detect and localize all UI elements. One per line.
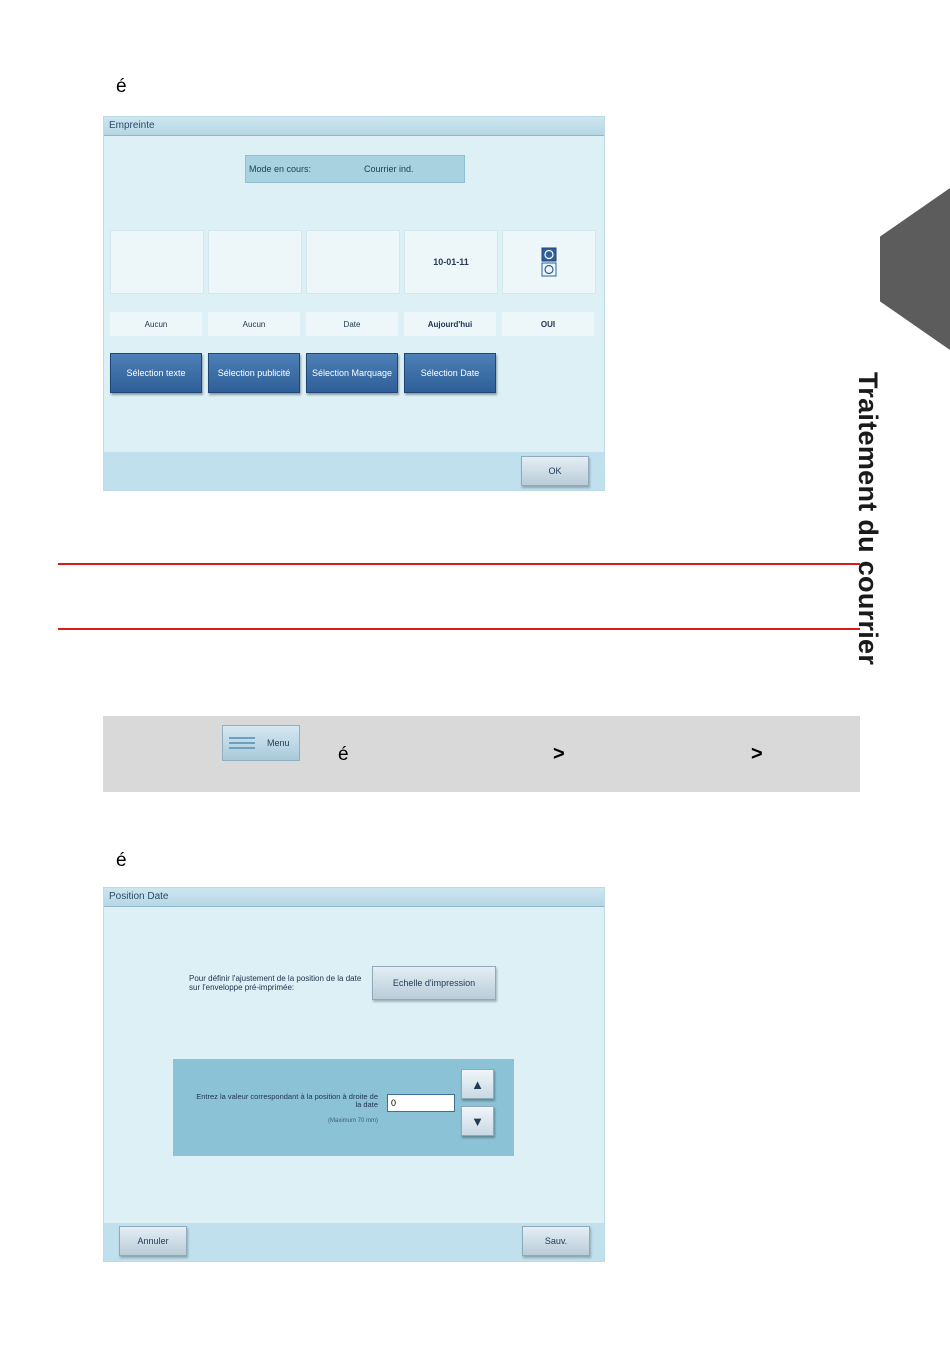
cancel-button[interactable]: Annuler bbox=[119, 1226, 187, 1256]
select-marking-button[interactable]: Sélection Marquage bbox=[306, 353, 398, 393]
strip-glyph: é bbox=[338, 744, 349, 765]
empreinte-title: Empreinte bbox=[104, 117, 604, 136]
arrow-down-icon: ▼ bbox=[471, 1113, 484, 1129]
select-text-button[interactable]: Sélection texte bbox=[110, 353, 202, 393]
value-entry-hint: (Maximum 70 mm) bbox=[327, 1118, 378, 1124]
instruction-strip bbox=[103, 716, 860, 792]
preview-card-marking[interactable] bbox=[306, 230, 400, 294]
menu-icon bbox=[229, 734, 255, 752]
label-ad-value: Aucun bbox=[208, 312, 300, 336]
position-date-screen: Position Date Pour définir l'ajustement … bbox=[103, 887, 605, 1262]
indicia-icon bbox=[541, 247, 557, 277]
print-scale-button[interactable]: Echelle d'impression bbox=[372, 966, 496, 1000]
divider-bottom bbox=[58, 628, 860, 630]
empreinte-screen: Empreinte Mode en cours: Courrier ind. 1… bbox=[103, 116, 605, 491]
mode-indicator: Mode en cours: Courrier ind. bbox=[245, 155, 465, 183]
chevron-right-icon-2: > bbox=[751, 743, 763, 765]
select-ad-button[interactable]: Sélection publicité bbox=[208, 353, 300, 393]
value-entry-panel: Entrez la valeur correspondant à la posi… bbox=[173, 1059, 514, 1156]
divider-top bbox=[58, 563, 860, 565]
label-marking-value: Date bbox=[306, 312, 398, 336]
chapter-title: Traitement du courrier bbox=[852, 372, 942, 702]
decrement-button[interactable]: ▼ bbox=[461, 1106, 494, 1136]
save-button[interactable]: Sauv. bbox=[522, 1226, 590, 1256]
label-indicia-value: OUI bbox=[502, 312, 594, 336]
preview-card-date[interactable]: 10-01-11 bbox=[404, 230, 498, 294]
value-entry-label: Entrez la valeur correspondant à la posi… bbox=[196, 1092, 378, 1109]
mode-value: Courrier ind. bbox=[364, 164, 414, 174]
menu-button-label: Menu bbox=[267, 738, 290, 748]
position-date-footer: Annuler Sauv. bbox=[104, 1223, 604, 1261]
section-glyph-2: é bbox=[116, 850, 127, 871]
empreinte-footer: OK bbox=[104, 452, 604, 490]
select-date-button[interactable]: Sélection Date bbox=[404, 353, 496, 393]
preview-card-text[interactable] bbox=[110, 230, 204, 294]
label-date-value: Aujourd'hui bbox=[404, 312, 496, 336]
ok-button[interactable]: OK bbox=[521, 456, 589, 486]
menu-button[interactable]: Menu bbox=[222, 725, 300, 761]
mode-label: Mode en cours: bbox=[249, 164, 312, 174]
date-position-input[interactable] bbox=[387, 1094, 455, 1112]
chevron-right-icon: > bbox=[553, 743, 565, 765]
section-glyph: é bbox=[116, 76, 127, 97]
increment-button[interactable]: ▲ bbox=[461, 1069, 494, 1099]
position-date-title: Position Date bbox=[104, 888, 604, 907]
preview-card-indicia[interactable] bbox=[502, 230, 596, 294]
chapter-tab bbox=[880, 188, 950, 350]
chapter-title-text: Traitement du courrier bbox=[853, 372, 883, 666]
preview-card-ad[interactable] bbox=[208, 230, 302, 294]
label-text-value: Aucun bbox=[110, 312, 202, 336]
arrow-up-icon: ▲ bbox=[471, 1076, 484, 1092]
position-instruction: Pour définir l'ajustement de la position… bbox=[189, 974, 362, 992]
